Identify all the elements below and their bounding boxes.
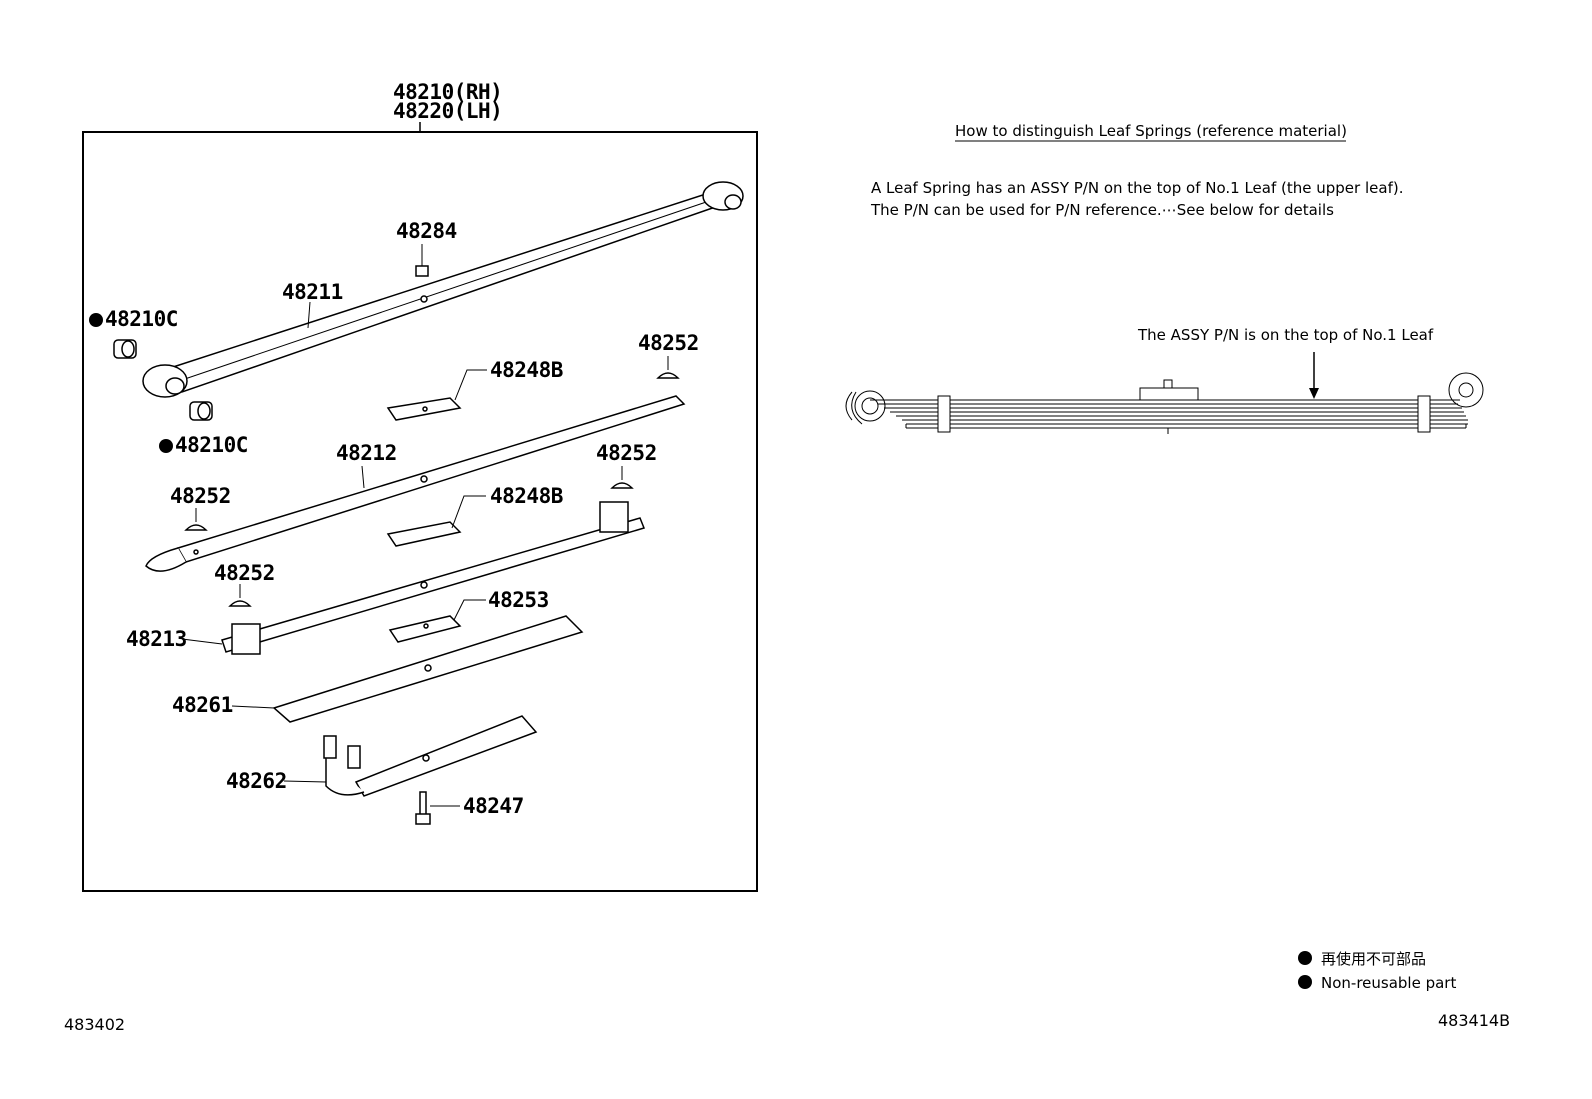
bushing-bottom [189,401,213,421]
pad-48252-c [184,524,208,531]
callout-48252-c: 48252 [170,484,231,508]
leader-48211 [307,301,311,329]
callout-48261: 48261 [172,693,233,717]
diagram-frame [82,131,758,892]
reference-line-1: A Leaf Spring has an ASSY P/N on the top… [871,179,1403,197]
reference-title: How to distinguish Leaf Springs (referen… [955,122,1347,140]
callout-48211: 48211 [282,280,343,304]
callout-48210c-top: 48210C [105,307,178,331]
leaf-48262 [323,715,538,797]
callout-48212: 48212 [336,441,397,465]
callout-48284: 48284 [396,219,457,243]
callout-48252-b: 48252 [596,441,657,465]
nut-48284 [415,265,429,277]
main-leaf-48211 [142,181,744,398]
callout-48248b-a: 48248B [490,358,563,382]
bolt-48247 [415,791,431,825]
non-reusable-dot-bottom [159,439,173,453]
leaf-48261 [272,615,584,723]
arrow-head [1309,388,1319,399]
callout-48247: 48247 [463,794,524,818]
leader-48261 [231,705,275,709]
non-reusable-dot-top [89,313,103,327]
callout-48262: 48262 [226,769,287,793]
leader-48213 [181,638,223,645]
spacer-48253 [388,615,462,643]
callout-48253: 48253 [488,588,549,612]
assembly-lh-label: 48220(LH) [393,99,502,123]
leader-48248b-upper [454,369,487,401]
pad-48252-b [610,482,634,489]
pad-48252-a [656,372,680,379]
insert-48248b-lower [386,521,462,547]
arrow-label: The ASSY P/N is on the top of No.1 Leaf [1137,326,1434,344]
leader-48253 [453,599,486,621]
callout-48252-a: 48252 [638,331,699,355]
leader-48248b-lower [451,495,486,529]
callout-48248b-b: 48248B [490,484,563,508]
leader-48262 [283,780,327,783]
footer-right-code: 483414B [1438,1011,1510,1030]
callout-48210c-bottom: 48210C [175,433,248,457]
insert-48248b-upper [386,397,462,421]
assembly-rh-label: 48210(RH) [393,80,502,104]
legend-jp: 再使用不可部品 [1321,950,1426,968]
callout-48252-d: 48252 [214,561,275,585]
leaf-48212 [145,395,686,572]
leaf-48213 [221,501,646,655]
bushing-top [113,339,137,359]
legend-dot-en [1298,975,1312,989]
leaf-spring-side-view [845,372,1484,434]
leader-48212 [361,465,365,489]
legend-en: Non-reusable part [1321,974,1456,992]
callout-48213: 48213 [126,627,187,651]
footer-left-code: 483402 [64,1015,125,1034]
legend-dot-jp [1298,951,1312,965]
pad-48252-d [228,600,252,607]
reference-line-2: The P/N can be used for P/N reference.⋯S… [870,201,1334,219]
